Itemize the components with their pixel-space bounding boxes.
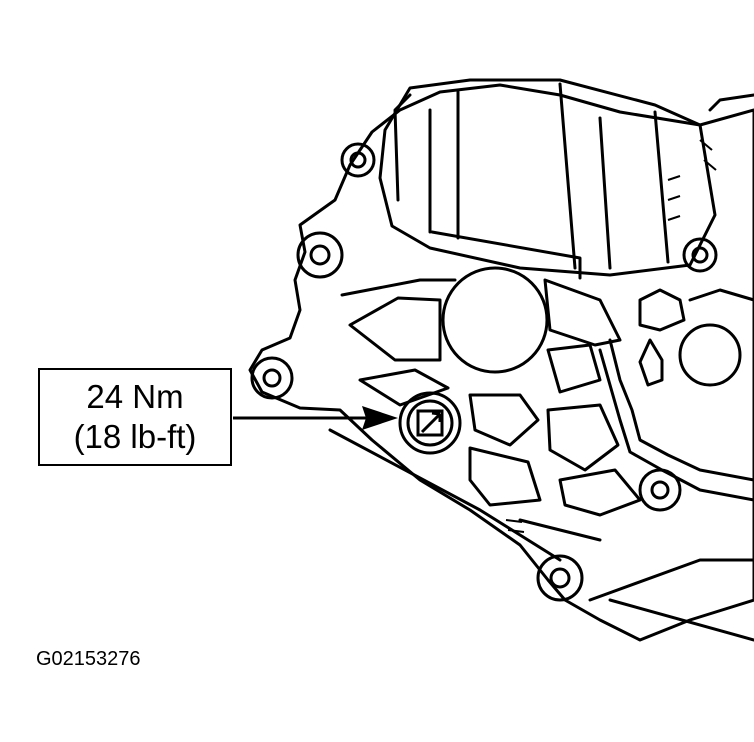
- motor-body: [378, 78, 717, 277]
- figure-id: G02153276: [36, 648, 141, 670]
- housing-outline: [248, 83, 754, 642]
- torque-imperial-label: (18 lb-ft): [73, 418, 197, 455]
- torque-callout: 24 Nm (18 lb-ft): [38, 368, 232, 466]
- bolt-icon: [398, 391, 462, 455]
- arrow-icon: [362, 406, 398, 430]
- torque-metric-label: 24 Nm: [86, 378, 184, 415]
